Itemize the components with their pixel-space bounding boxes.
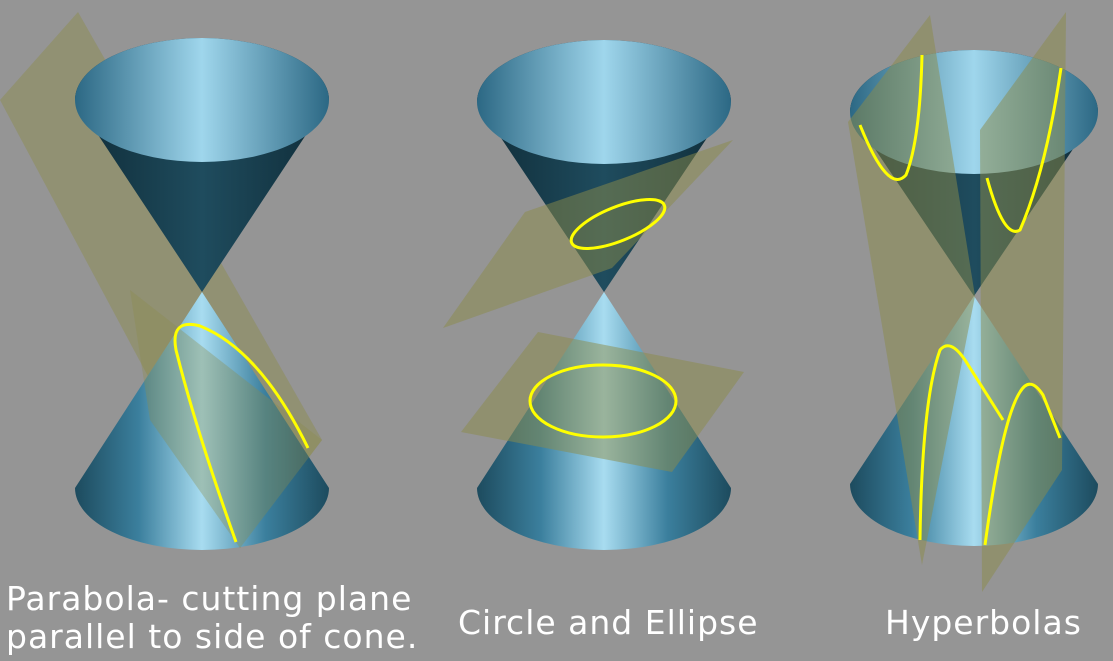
ellipse-curve [569, 198, 667, 250]
lower-nappe [75, 292, 329, 550]
hyperbola-curve-lower-left [918, 344, 1005, 541]
hyperbola-curve-lower-right [983, 382, 1062, 546]
upper-cone-rim [75, 38, 329, 162]
hyperbola-curve-upper-left [858, 54, 924, 181]
parabola-caption-line2: parallel to side of cone. [6, 617, 419, 656]
parabola-figure [0, 12, 329, 550]
hyperbola-curve-upper-right [985, 67, 1063, 233]
circle-ellipse-figure [443, 40, 744, 550]
circle-ellipse-caption: Circle and Ellipse [458, 603, 759, 642]
upper-cone-rim [477, 40, 731, 164]
hyperbolas-caption: Hyperbolas [885, 603, 1082, 642]
hyperbola-figure [848, 12, 1098, 592]
parabola-caption-line1: Parabola- cutting plane [6, 579, 413, 618]
tilted-cutting-plane [443, 140, 733, 328]
vertical-cutting-plane-a [848, 15, 975, 565]
parabola-curve [173, 323, 310, 543]
circle-curve [528, 363, 678, 439]
horizontal-cutting-plane [461, 332, 744, 472]
double-cone [75, 38, 329, 550]
parabola-caption: Parabola- cutting plane parallel to side… [6, 580, 418, 656]
